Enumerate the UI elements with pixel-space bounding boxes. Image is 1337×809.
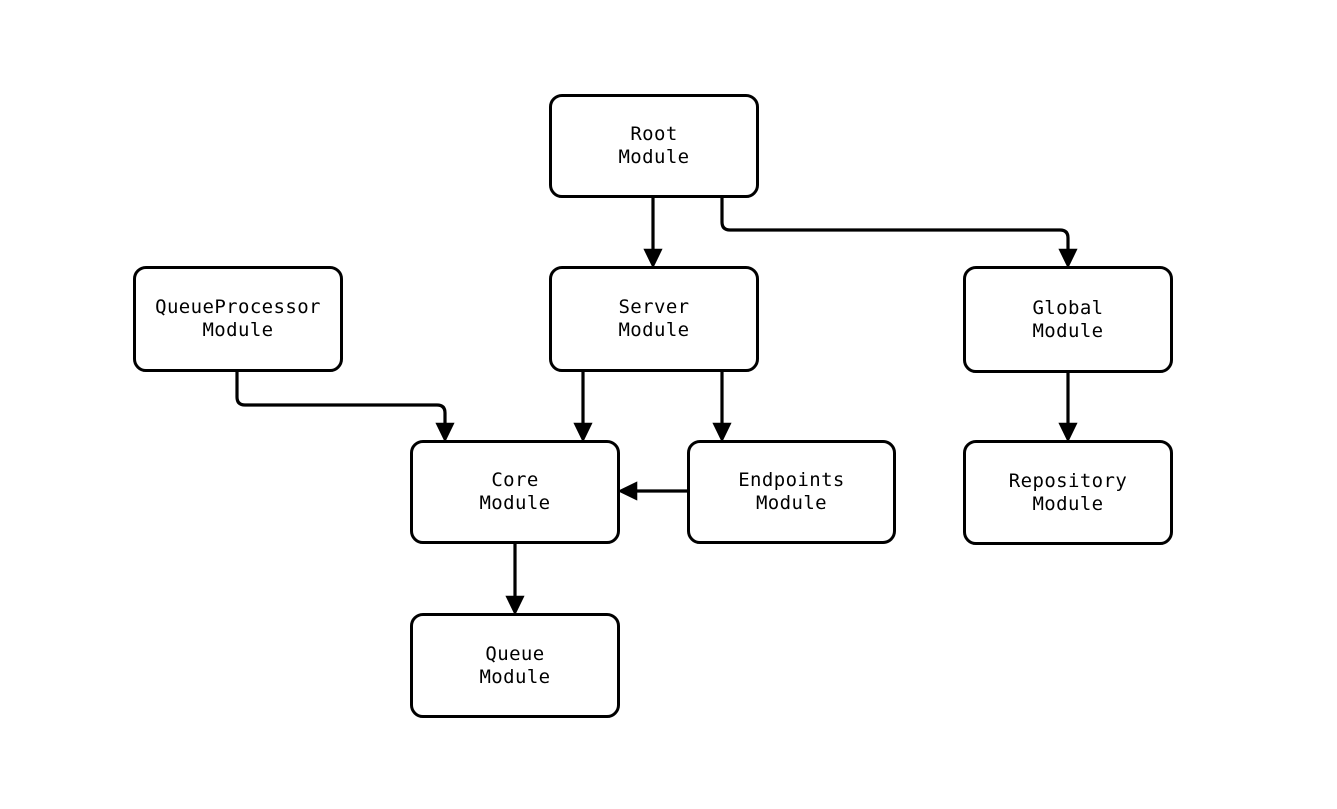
node-endpoints-name: Endpoints — [738, 469, 845, 491]
node-queue-name: Queue — [485, 642, 545, 665]
node-core-name: Core — [491, 469, 539, 491]
node-root-suffix: Module — [618, 146, 690, 168]
edge-paths — [235, 198, 1078, 616]
node-server-suffix: Module — [618, 319, 690, 341]
node-queueprocessor-suffix: Module — [202, 319, 274, 341]
node-global-suffix: Module — [1032, 319, 1104, 342]
node-root-name: Root — [630, 123, 678, 145]
edge-queueprocessor-to-core — [235, 372, 455, 443]
node-endpoints-suffix: Module — [755, 492, 828, 514]
node-server-name: Server — [618, 296, 690, 318]
node-core-suffix: Module — [479, 492, 551, 514]
node-repository-suffix: Module — [1032, 492, 1104, 515]
node-global-name: Global — [1032, 296, 1104, 319]
edge-root-to-global — [720, 198, 1078, 269]
node-queueprocessor-name: QueueProcessor — [155, 296, 321, 318]
node-queue-suffix: Module — [479, 665, 551, 688]
node-repository-name: Repository — [1008, 469, 1128, 492]
